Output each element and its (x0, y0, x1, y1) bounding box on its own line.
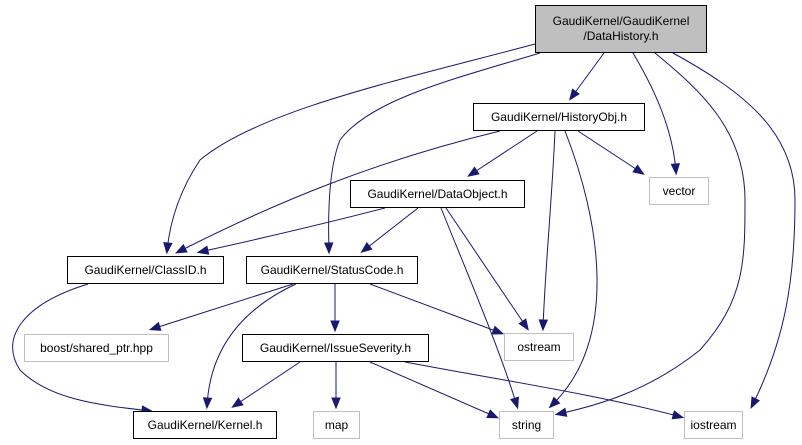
node-label: GaudiKernel/Kernel.h (147, 417, 263, 432)
node-label: GaudiKernel/ClassID.h (84, 262, 207, 277)
edge-historyobj-to-vector (577, 130, 645, 175)
arrowhead-icon (509, 396, 520, 410)
node-label: vector (662, 183, 696, 198)
edge-dataobject-to-classid (196, 207, 386, 255)
arrowhead-icon (671, 410, 685, 420)
node-label: map (324, 417, 349, 432)
edge-datahistory-to-statuscode (324, 52, 541, 255)
edge-statuscode-to-issueseverity (330, 284, 340, 333)
arrowhead-icon (518, 318, 529, 331)
edge-datahistory-to-string (554, 52, 746, 417)
node-label: GaudiKernel/DataObject.h (367, 186, 508, 201)
arrowhead-icon (554, 407, 568, 417)
edge-line (328, 52, 541, 252)
arrowhead-icon (467, 166, 480, 177)
edge-issueseverity-to-kernel (231, 361, 301, 408)
edge-issueseverity-to-string (369, 361, 500, 419)
edge-line (542, 130, 556, 329)
arrowhead-icon (486, 409, 500, 419)
edge-datahistory-to-vector (632, 52, 681, 176)
node-vector[interactable]: vector (649, 177, 709, 205)
edge-line (12, 283, 151, 412)
arrowhead-icon (175, 243, 188, 254)
edge-line (166, 43, 536, 252)
edge-issueseverity-to-map (331, 362, 341, 410)
node-string[interactable]: string (499, 411, 554, 439)
node-label: string (511, 417, 542, 432)
edge-datahistory-to-classid (163, 43, 536, 255)
edge-datahistory-to-historyobj (569, 52, 605, 101)
edge-historyobj-to-dataobject (467, 130, 538, 177)
arrowhead-icon (670, 163, 681, 176)
arrowhead-icon (202, 397, 213, 410)
node-label: GaudiKernel/HistoryObj.h (490, 109, 628, 124)
node-statuscode[interactable]: GaudiKernel/StatusCode.h (246, 256, 418, 284)
edge-historyobj-to-classid (175, 130, 501, 254)
node-datahistory[interactable]: GaudiKernel/GaudiKernel /DataHistory.h (535, 5, 707, 53)
edge-line (469, 130, 538, 176)
edge-dataobject-to-string (440, 207, 520, 410)
edge-line (151, 283, 294, 330)
arrowhead-icon (548, 396, 561, 409)
edge-dataobject-to-ostream (445, 207, 529, 331)
edge-line (369, 283, 502, 334)
arrowhead-icon (632, 164, 645, 175)
arrowhead-icon (331, 397, 341, 410)
node-label-line1: GaudiKernel/GaudiKernel (552, 14, 690, 28)
edge-line (369, 361, 497, 418)
node-classid[interactable]: GaudiKernel/ClassID.h (67, 256, 224, 284)
arrowhead-icon (324, 242, 334, 255)
node-label: GaudiKernel/StatusCode.h (260, 262, 404, 277)
edge-line (557, 52, 746, 415)
arrowhead-icon (330, 320, 340, 333)
node-historyobj[interactable]: GaudiKernel/HistoryObj.h (473, 103, 645, 131)
arrowhead-icon (750, 396, 761, 409)
node-label: GaudiKernel/IssueSeverity.h (259, 340, 412, 355)
node-ostream[interactable]: ostream (504, 333, 574, 361)
arrowhead-icon (569, 88, 580, 101)
arrowhead-icon (538, 319, 549, 332)
arrowhead-icon (148, 321, 162, 331)
arrowhead-icon (163, 242, 173, 255)
edge-line (440, 207, 518, 407)
edge-line (206, 283, 297, 407)
node-map[interactable]: map (313, 411, 360, 439)
arrowhead-icon (491, 325, 505, 335)
node-iostream[interactable]: iostream (684, 411, 743, 439)
arrowhead-icon (196, 245, 210, 255)
edge-line (632, 52, 677, 173)
edge-line (672, 52, 796, 407)
edge-issueseverity-to-iostream (404, 361, 685, 420)
node-dataobject[interactable]: GaudiKernel/DataObject.h (350, 180, 525, 208)
edge-line (199, 207, 386, 253)
node-issueseverity[interactable]: GaudiKernel/IssueSeverity.h (242, 334, 429, 362)
edge-line (550, 130, 598, 407)
edge-datahistory-to-iostream (672, 52, 796, 409)
edge-line (445, 207, 528, 329)
arrowhead-icon (360, 242, 373, 254)
edge-line (570, 52, 605, 99)
node-label: boost/shared_ptr.hpp (40, 340, 153, 355)
edge-historyobj-to-string (548, 130, 598, 409)
edge-statuscode-to-kernel (202, 283, 297, 410)
arrowhead-icon (231, 397, 244, 408)
edge-dataobject-to-statuscode (360, 207, 419, 254)
node-kernel[interactable]: GaudiKernel/Kernel.h (133, 411, 277, 439)
node-label-line2: /DataHistory.h (583, 29, 659, 43)
node-sharedptr[interactable]: boost/shared_ptr.hpp (24, 334, 169, 362)
node-label: iostream (690, 417, 737, 432)
node-label: ostream (517, 339, 561, 354)
edge-line (233, 361, 301, 407)
edge-line (577, 130, 643, 174)
edge-line (362, 207, 419, 252)
edge-line (404, 361, 682, 418)
edge-line (177, 130, 501, 253)
edge-statuscode-to-sharedptr (148, 283, 294, 331)
edge-statuscode-to-ostream (369, 283, 505, 335)
edge-historyobj-to-ostream (538, 130, 556, 332)
